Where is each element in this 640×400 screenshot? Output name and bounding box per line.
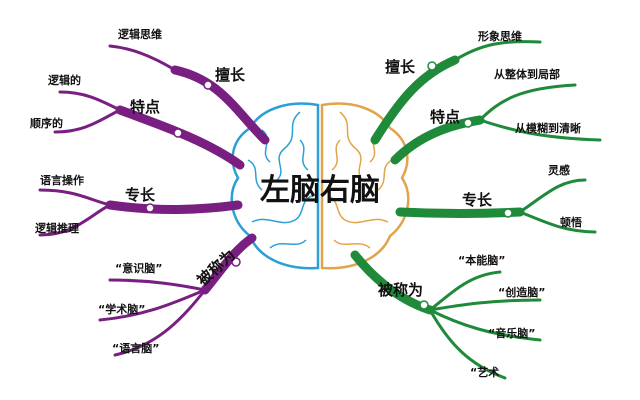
left-leaf-label: 逻辑的 [48, 73, 81, 87]
right-leaf-label: 形象思维 [478, 29, 522, 43]
left-leaf-label: “语言脑” [112, 341, 159, 355]
left-leaf-label: “意识脑” [115, 261, 162, 275]
right-category-label: 擅长 [385, 58, 416, 76]
left-brain-folds [247, 111, 313, 249]
left-leaf-label: 语言操作 [40, 173, 84, 187]
right-leaf-label: “创造脑” [498, 285, 545, 299]
map-title: 左脑右脑 [260, 173, 380, 208]
right-hemisphere [320, 102, 410, 270]
right-leaf-label: “音乐脑” [488, 326, 535, 340]
right-leaf-label: 从整体到局部 [494, 67, 560, 81]
branch-markers [145, 61, 513, 310]
right-leaf-label: 灵感 [548, 163, 570, 177]
left-category-label: 擅长 [215, 66, 246, 84]
left-hemisphere [230, 102, 320, 270]
left-branches [38, 44, 270, 357]
right-leaf-label: “艺术 [470, 365, 499, 379]
left-leaf-label: 逻辑推理 [35, 221, 79, 235]
right-category-label: 特点 [430, 108, 460, 126]
left-leaf-label: “学术脑” [98, 302, 145, 316]
left-category-label: 特点 [130, 98, 160, 116]
left-category-label: 专长 [125, 186, 156, 204]
right-leaf-label: 从模糊到清晰 [515, 121, 581, 135]
right-category-label: 专长 [462, 191, 493, 209]
right-leaf-label: 顿悟 [560, 215, 582, 229]
right-category-label: 被称为 [378, 281, 423, 299]
watermark: 头条 @文坛速学 [540, 378, 628, 393]
left-leaf-label: 逻辑思维 [118, 27, 162, 41]
right-leaf-label: “本能脑” [458, 253, 505, 267]
left-leaf-label: 顺序的 [30, 116, 63, 130]
